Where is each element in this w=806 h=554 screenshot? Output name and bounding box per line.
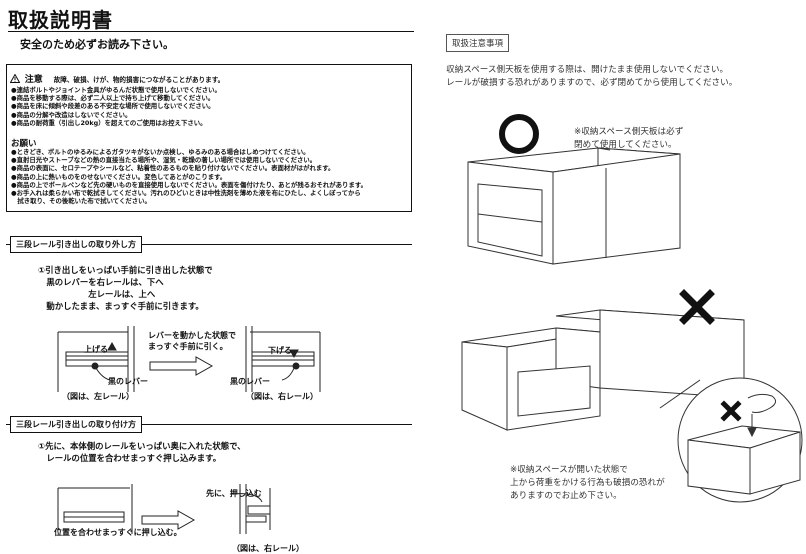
document-subtitle: 安全のため必ずお読み下さい。: [20, 38, 174, 51]
caution-intro: 故障、破損、けが、物的損害につながることがあります。: [53, 76, 225, 84]
lever-label-left: 黒のレバー: [108, 377, 148, 386]
request-item: 拭き取り、その後乾いた布で拭いてください。: [11, 197, 151, 206]
warning-note: ※収納スペースが開いた状態で 上から荷重をかける行為も破損の恐れが ありますので…: [510, 464, 665, 503]
notes-intro-line: レールが破損する恐れがありますので、必ず閉めてから使用してください。: [446, 78, 738, 88]
warning-note-line: ありますのでお止め下さい。: [510, 491, 622, 501]
zoom-ng-cross-icon: [720, 400, 742, 422]
removal-heading: 三段レール引き出しの取り外し方: [10, 236, 142, 253]
warning-note-line: ※収納スペースが開いた状態で: [510, 465, 628, 475]
install-steps: ①先に、本体側のレールをいっぱい奥に入れた状態で、 レールの位置を合わせまっすぐ…: [38, 440, 246, 464]
caution-item: ●商品を床に傾斜や段差のある不安定な場所で使用しないでください。: [11, 102, 215, 111]
caption-right-rail: （図は、右レール）: [246, 392, 318, 401]
request-item: ●商品の上に熱いものをのせないでください。変色してあとがのこります。: [11, 172, 227, 181]
removal-step-line: ①引き出しをいっぱい手前に引き出した状態で: [38, 265, 213, 275]
caution-item: ●連結ボルトやジョイント金具がゆるんだ状態で使用しないでください。: [11, 86, 221, 94]
callout-line: まっすぐ手前に引く。: [148, 342, 228, 351]
push-first-label: 先に、押し込む: [206, 489, 262, 498]
ng-cross-icon: [679, 289, 715, 325]
removal-step-line: 黒のレバーを右レールは、下へ: [38, 277, 164, 287]
closed-table-figure: [467, 147, 681, 265]
callout-line: レバーを動かした状態で: [148, 331, 236, 340]
caution-list: ●連結ボルトやジョイント金具がゆるんだ状態で使用しないでください。 ●商品を移動…: [11, 86, 409, 127]
pull-arrow: [149, 356, 214, 376]
request-item: ●直射日光やストーブなどの熱の直接当たる場所や、湿気・乾燥の著しい場所では使用し…: [11, 156, 317, 165]
removal-steps: ①引き出しをいっぱい手前に引き出した状態で 黒のレバーを右レールは、下へ 左レー…: [38, 264, 213, 312]
install-section-rule: [6, 424, 412, 425]
safety-notice-box: [6, 64, 412, 212]
request-item: ●お手入れは柔らかい布で乾拭きしてください。汚れのひどいときは中性洗剤を薄めた液…: [11, 189, 361, 198]
removal-step-line: 動かしたまま、まっすぐ手前に引きます。: [38, 301, 204, 311]
caution-item: ●商品の分解や改造はしないでください。: [11, 110, 132, 119]
document-title: 取扱説明書: [8, 8, 113, 32]
label-lift-up: 上げる: [84, 345, 108, 354]
warning-triangle-icon: [10, 74, 20, 83]
install-rail-figure: [57, 484, 271, 534]
install-caption: （図は、右レール）: [232, 544, 304, 553]
notes-tag: 取扱注意事項: [446, 34, 510, 52]
left-rail-figure: [57, 326, 135, 392]
lever-label-right: 黒のレバー: [230, 377, 270, 386]
request-label: お願い: [11, 139, 37, 149]
request-list: ●ときどき、ボルトのゆるみによるガタツキがないか点検し、ゆるみのある場合はしめつ…: [11, 148, 409, 205]
zoom-detail-figure: [659, 377, 803, 503]
request-item: ●商品の表面に、セロテープやシールなど、粘着性のあるものを貼り付けないでください…: [11, 164, 335, 173]
caution-item: ●商品を移動する際は、必ず二人以上で持ち上げて移動してください。: [11, 94, 215, 103]
closed-note-line: ※収納スペース側天板は必ず: [574, 127, 684, 137]
removal-section-rule: [6, 244, 412, 245]
install-step-line: レールの位置を合わせまっすぐ押し込みます。: [38, 453, 222, 463]
open-table-figure: [461, 309, 745, 431]
notes-intro-line: 収納スペース側天板を使用する際は、開けたまま使用しないでください。: [446, 65, 729, 75]
request-item: ●商品の上でボールペンなど先の硬いものを直接使用しないでください。表面を傷付けた…: [11, 180, 367, 189]
label-push-down: 下げる: [268, 346, 292, 355]
install-step-line: ①先に、本体側のレールをいっぱい奥に入れた状態で、: [38, 441, 246, 451]
notes-intro: 収納スペース側天板を使用する際は、開けたまま使用しないでください。 レールが破損…: [446, 64, 737, 90]
caution-label: 注意: [24, 75, 43, 85]
caution-item: ●商品の耐荷重（引出し20kg）を超えてのご使用はお控え下さい。: [11, 118, 207, 127]
install-heading: 三段レール引き出しの取り付け方: [10, 416, 142, 433]
warning-note-line: 上から荷重をかける行為も破損の恐れが: [510, 478, 665, 488]
request-item: ●ときどき、ボルトのゆるみによるガタツキがないか点検し、ゆるみのある場合はしめつ…: [11, 148, 310, 156]
caption-left-rail: （図は、左レール）: [62, 392, 134, 401]
closed-note: ※収納スペース側天板は必ず 閉めて使用してください。: [574, 126, 683, 152]
ok-circle-icon: [499, 114, 539, 154]
caution-header: 注意 故障、破損、けが、物的損害につながることがあります。: [10, 72, 224, 85]
right-rail-figure: [245, 326, 321, 392]
align-push-label: 位置を合わせまっすぐに押し込む。: [54, 528, 182, 537]
removal-callout: レバーを動かした状態で まっすぐ手前に引く。: [148, 330, 236, 352]
title-underline: [8, 31, 414, 32]
closed-note-line: 閉めて使用してください。: [574, 140, 677, 150]
removal-step-line: 左レールは、上へ: [38, 289, 156, 299]
